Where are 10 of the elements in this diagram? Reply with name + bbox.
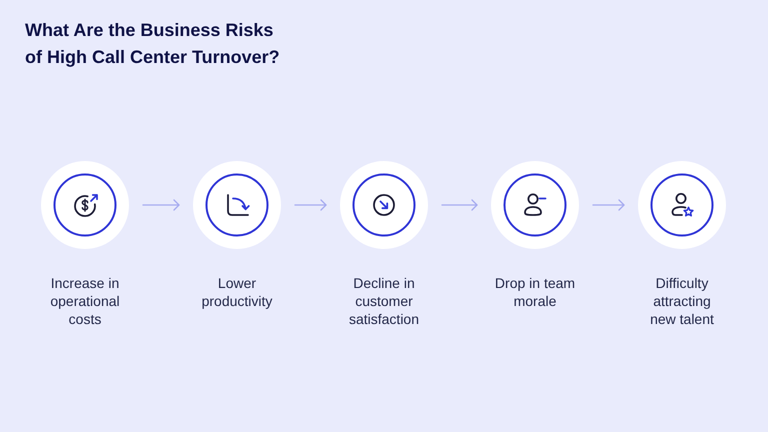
arrow bbox=[592, 199, 625, 211]
step-label: Lower productivity bbox=[200, 274, 274, 310]
arrow bbox=[142, 199, 180, 211]
step-label: Drop in team morale bbox=[494, 274, 576, 310]
arrow bbox=[441, 199, 478, 211]
step-label: Decline in customer satisfaction bbox=[348, 274, 420, 328]
arrow bbox=[294, 199, 327, 211]
step-label: Difficulty attracting new talent bbox=[649, 274, 715, 328]
step-label: Increase in operational costs bbox=[49, 274, 121, 328]
title: What Are the Business Risks of High Call Center Turnover? bbox=[25, 19, 281, 69]
